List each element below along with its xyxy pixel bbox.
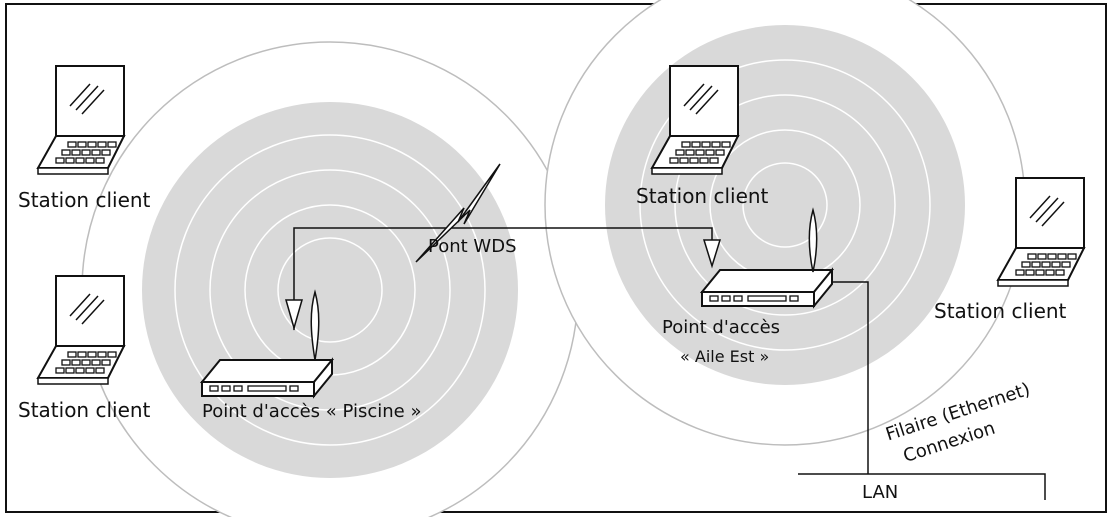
- label-wds-bridge: Pont WDS: [428, 236, 517, 257]
- laptop-icon-bottom-left: [37, 275, 125, 385]
- signal-ring: [277, 237, 383, 343]
- label-lan: LAN: [862, 482, 898, 503]
- label-client-far-right: Station client: [934, 299, 1067, 323]
- label-client-bottom-left: Station client: [18, 398, 151, 422]
- label-ap-east-line2: « Aile Est »: [680, 347, 769, 366]
- label-ap-pool: Point d'accès « Piscine »: [202, 401, 421, 422]
- wired-connection: [798, 281, 1046, 500]
- signal-ring: [742, 162, 828, 248]
- access-point-east-icon: [701, 269, 833, 307]
- label-client-top-left: Station client: [18, 188, 151, 212]
- wds-bridge-link: [285, 163, 722, 331]
- access-point-pool-icon: [201, 359, 333, 397]
- antenna-east: [808, 207, 818, 273]
- signal-ring: [209, 169, 451, 411]
- laptop-icon-top-left: [37, 65, 125, 175]
- antenna-pool: [310, 289, 320, 361]
- signal-ring: [639, 59, 931, 351]
- signal-ring: [674, 94, 896, 316]
- label-client-top-right: Station client: [636, 184, 769, 208]
- arrow-down-icon: [702, 239, 722, 269]
- signal-ring: [174, 134, 486, 446]
- label-ap-east-line1: Point d'accès: [662, 317, 780, 338]
- coverage-zone-east: [544, 0, 1026, 446]
- arrow-down-icon: [285, 299, 303, 331]
- wireless-bolt-icon: [415, 163, 501, 263]
- coverage-zone-pool: [81, 41, 579, 517]
- diagram-frame: [5, 3, 1107, 513]
